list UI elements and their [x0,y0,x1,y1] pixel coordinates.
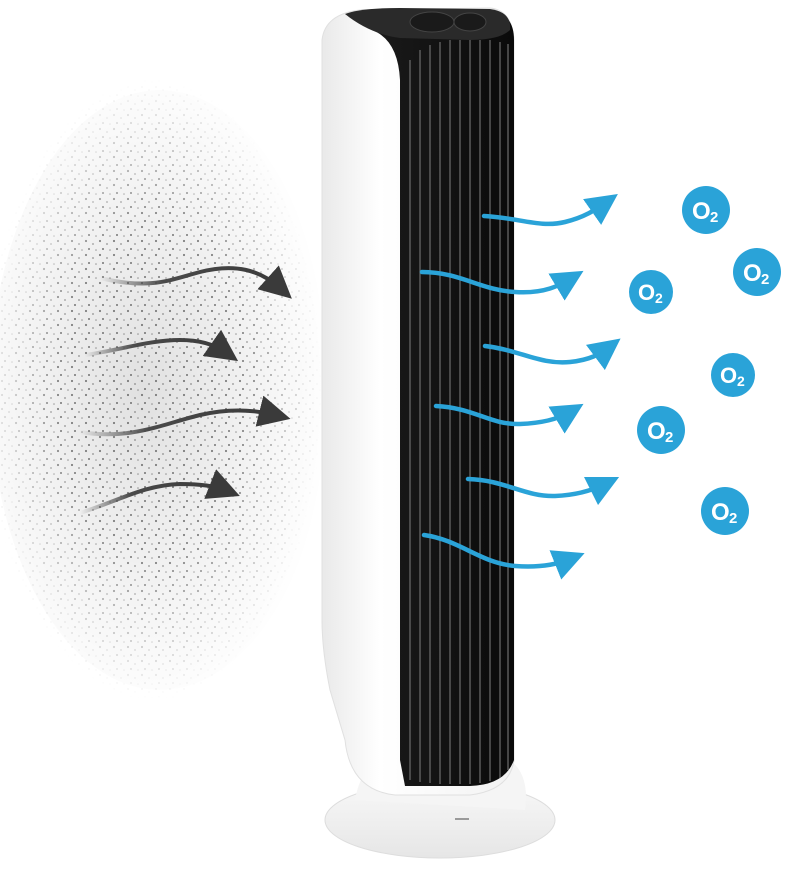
svg-text:2: 2 [737,373,745,389]
o2-bubble-icon: O 2 [711,353,755,397]
outflow-arrow-icon [481,193,618,227]
intake-arrow-icon [78,395,291,437]
svg-text:O: O [638,280,655,305]
svg-text:O: O [647,418,666,445]
dust-cloud [0,80,340,700]
outflow-arrow-icon [465,476,620,506]
o2-bubble-icon: O 2 [733,248,781,296]
air-purifier-device [321,7,556,859]
svg-text:2: 2 [665,429,673,446]
device-grille [372,12,514,786]
svg-text:2: 2 [729,510,737,527]
grille-slats [409,40,509,784]
outflow-arrow-icon [482,338,621,371]
control-dial[interactable] [409,11,455,33]
brand-logo [455,818,469,820]
svg-text:2: 2 [710,209,718,226]
intake-arrow-icon [83,329,239,362]
oxygen-bubbles: O 2 O 2 O 2 O 2 O 2 O 2 [629,186,781,535]
outflow-arrow-icon [419,269,584,301]
o2-bubble-icon: O 2 [701,487,749,535]
intake-arrow-icon [78,469,240,515]
svg-text:O: O [711,499,730,526]
outflow-arrows [419,193,621,580]
intake-arrows [78,265,292,515]
svg-text:2: 2 [655,290,663,306]
o2-bubble-icon: O 2 [637,406,685,454]
outflow-arrow-icon [433,403,584,434]
svg-text:O: O [720,363,737,388]
outflow-arrow-icon [421,532,585,580]
intake-arrow-icon [98,265,292,299]
svg-text:2: 2 [761,271,769,288]
o2-bubble-icon: O 2 [629,270,673,314]
svg-text:O: O [692,198,711,225]
control-dial[interactable] [453,12,487,32]
o2-bubble-icon: O 2 [682,186,730,234]
svg-text:O: O [743,260,762,287]
